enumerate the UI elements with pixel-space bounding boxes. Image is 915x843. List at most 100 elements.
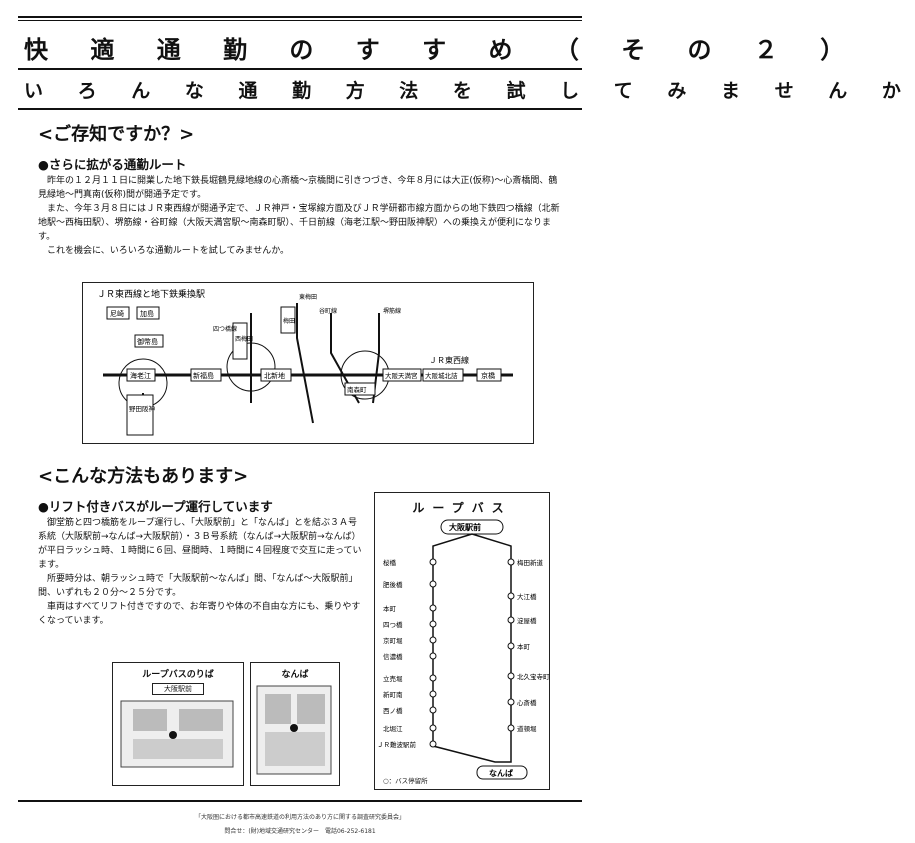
bus-stop xyxy=(429,674,437,682)
station-label: 海老江 xyxy=(130,371,151,380)
busstop-map-subtitle: 大阪駅前 xyxy=(152,683,204,695)
station-box xyxy=(190,368,222,382)
transfer-map-drawing: ＪＲ東西線と地下鉄乗換駅 ＪＲ東西線 尼崎 加島 御幣島 海老江 新福島 北新地… xyxy=(97,288,513,436)
bus-stop xyxy=(429,558,437,566)
building-block xyxy=(297,694,325,724)
terminal-label: なんば xyxy=(489,768,513,778)
bus-stop-label: 北堀江 xyxy=(383,724,403,733)
sub-heading-lift-bus: ●リフト付きバスがループ運行しています xyxy=(38,499,273,514)
station-label: 新福島 xyxy=(193,371,214,380)
loop-bus-diagram: ループバス 大阪駅前 なんば 桜橋 肥後橋 本町 四つ橋 京町堀 信濃橋 立売堀… xyxy=(374,492,550,790)
subway-station-box xyxy=(232,322,248,360)
subway-station-label: 野田阪神 xyxy=(129,404,155,413)
bus-stop-label: 立売堀 xyxy=(383,674,403,683)
bus-stop-label: 心斎橋 xyxy=(517,698,537,707)
loop-bus-route: 大阪駅前 なんば 桜橋 肥後橋 本町 四つ橋 京町堀 信濃橋 立売堀 新町南 西… xyxy=(377,519,550,780)
bus-stop-label: 京町堀 xyxy=(383,636,403,645)
station-box xyxy=(382,368,422,382)
bus-stop-label: ＪＲ難波駅前 xyxy=(377,740,417,749)
bus-stop-label: 本町 xyxy=(383,604,397,613)
bus-stop-label: 西ノ橋 xyxy=(383,706,403,715)
loop-bus-legend: ○：バス停留所 xyxy=(383,777,428,785)
subway-station-box xyxy=(344,382,376,396)
bus-stop xyxy=(507,698,515,706)
station-box xyxy=(260,368,292,382)
busstop-map-title: なんば xyxy=(281,670,309,680)
station-label: 大阪城北詰 xyxy=(425,371,458,380)
sub-heading-routes: ●さらに拡がる通勤ルート xyxy=(38,157,187,172)
subtitle-divider xyxy=(18,108,582,110)
bus-stop-label: 新町南 xyxy=(383,690,403,699)
station-box xyxy=(422,368,464,382)
footer-contact: 問合せ：(財)地域交通研究センター 電話06-252-6181 xyxy=(224,828,376,835)
bus-stop xyxy=(507,642,515,650)
page-title: 快 適 通 勤 の す す め （ そ の ２ ） xyxy=(24,36,862,64)
subway-station-label: 東梅田 xyxy=(299,293,317,301)
paragraph: また、今年３月８日にはＪＲ東西線が開通予定で、ＪＲ神戸・宝塚線方面及びＪＲ学研都… xyxy=(38,204,560,242)
subway-station-label: 西梅田 xyxy=(235,335,253,343)
busstop-map-osaka: ループバスのりば 大阪駅前 xyxy=(112,662,244,786)
terminal-label: 大阪駅前 xyxy=(449,522,481,532)
bus-stop-label: 四つ橋 xyxy=(383,620,403,629)
bus-stop-label: 大江橋 xyxy=(517,592,537,601)
bus-stop xyxy=(429,706,437,714)
bus-stop-label: 本町 xyxy=(517,642,531,651)
station-label: 京橋 xyxy=(481,371,495,380)
station-box xyxy=(136,306,160,320)
section1-body: 昨年の１２月１１日に開業した地下鉄長堀鶴見緑地線の心斎橋〜京橋間に引きつづき、今… xyxy=(38,174,566,258)
bus-stop-label: 桜橋 xyxy=(383,558,397,567)
bus-stop xyxy=(507,724,515,732)
station-label: 北新地 xyxy=(264,371,285,380)
page-subtitle: い ろ ん な 通 勤 方 法 を 試 し て み ま せ ん か xyxy=(24,80,915,102)
footer-rule xyxy=(18,800,582,802)
subway-station-label: 南森町 xyxy=(347,385,367,394)
transfer-map: ＪＲ東西線と地下鉄乗換駅 ＪＲ東西線 尼崎 加島 御幣島 海老江 新福島 北新地… xyxy=(82,282,534,444)
bus-stop xyxy=(429,636,437,644)
jr-line-label: ＪＲ東西線 xyxy=(429,355,469,365)
bus-stop xyxy=(507,616,515,624)
busstop-map-namba-drawing xyxy=(256,685,332,775)
subway-line-midosuji xyxy=(296,303,314,424)
building-block xyxy=(133,709,167,731)
subway-line-label: 四つ橋線 xyxy=(213,325,237,333)
station-label: 加島 xyxy=(140,309,154,318)
title-divider xyxy=(18,68,582,70)
bus-stop-label: 北久宝寺町 xyxy=(517,672,550,681)
bus-stop xyxy=(507,558,515,566)
subway-line-label: 堺筋線 xyxy=(383,307,401,315)
bus-stop-label: 肥後橋 xyxy=(383,580,403,589)
loop-bus-title: ループバス xyxy=(412,501,512,515)
bus-stop-label: 信濃橋 xyxy=(383,652,403,661)
subway-line-label: 谷町線 xyxy=(319,307,337,315)
section-heading-did-you-know: <ご存知ですか？> xyxy=(38,124,195,145)
bus-stop-label: 道頓堀 xyxy=(517,724,537,733)
bus-stop-marker xyxy=(290,724,298,732)
bus-stop xyxy=(429,620,437,628)
bus-stop-label: 淀屋橋 xyxy=(517,616,537,625)
paragraph: 車両はすべてリフト付きですので、お年寄りや体の不自由な方にも、乗りやすくなってい… xyxy=(38,602,361,626)
station-box xyxy=(134,334,164,348)
paragraph: これを機会に、いろいろな通勤ルートを試してみませんか。 xyxy=(38,246,290,256)
station-box xyxy=(126,368,156,382)
bus-stop xyxy=(429,740,437,748)
footer-committee: 「大阪圏における都市高速鉄道の利用方法のあり方に関する調査研究委員会」 xyxy=(194,814,405,821)
station-label: 御幣島 xyxy=(137,337,158,346)
subway-station-box xyxy=(126,394,154,436)
bus-stop-marker xyxy=(169,731,177,739)
station-box xyxy=(476,368,502,382)
section-heading-other-methods: <こんな方法もあります> xyxy=(38,466,249,487)
station-label: 大阪天満宮 xyxy=(385,371,418,380)
section2-body: 御堂筋と四つ橋筋をループ運行し、「大阪駅前」と「なんば」とを結ぶ３Ａ号系統（大阪… xyxy=(38,516,364,628)
bus-stop xyxy=(507,672,515,680)
busstop-map-title: ループバスのりば xyxy=(142,670,214,680)
busstop-map-osaka-drawing xyxy=(120,700,234,768)
subway-station-box xyxy=(280,306,296,334)
building-block xyxy=(265,694,291,724)
busstop-map-namba: なんば xyxy=(250,662,340,786)
top-rule-thin xyxy=(18,20,582,21)
paragraph: 昨年の１２月１１日に開業した地下鉄長堀鶴見緑地線の心斎橋〜京橋間に引きつづき、今… xyxy=(38,176,558,200)
bus-stop xyxy=(429,580,437,588)
paragraph: 御堂筋と四つ橋筋をループ運行し、「大阪駅前」と「なんば」とを結ぶ３Ａ号系統（大阪… xyxy=(38,518,362,570)
building-block xyxy=(265,732,325,766)
paragraph: 所要時分は、朝ラッシュ時で「大阪駅前〜なんば」間、「なんば〜大阪駅前」間、いずれ… xyxy=(38,574,358,598)
